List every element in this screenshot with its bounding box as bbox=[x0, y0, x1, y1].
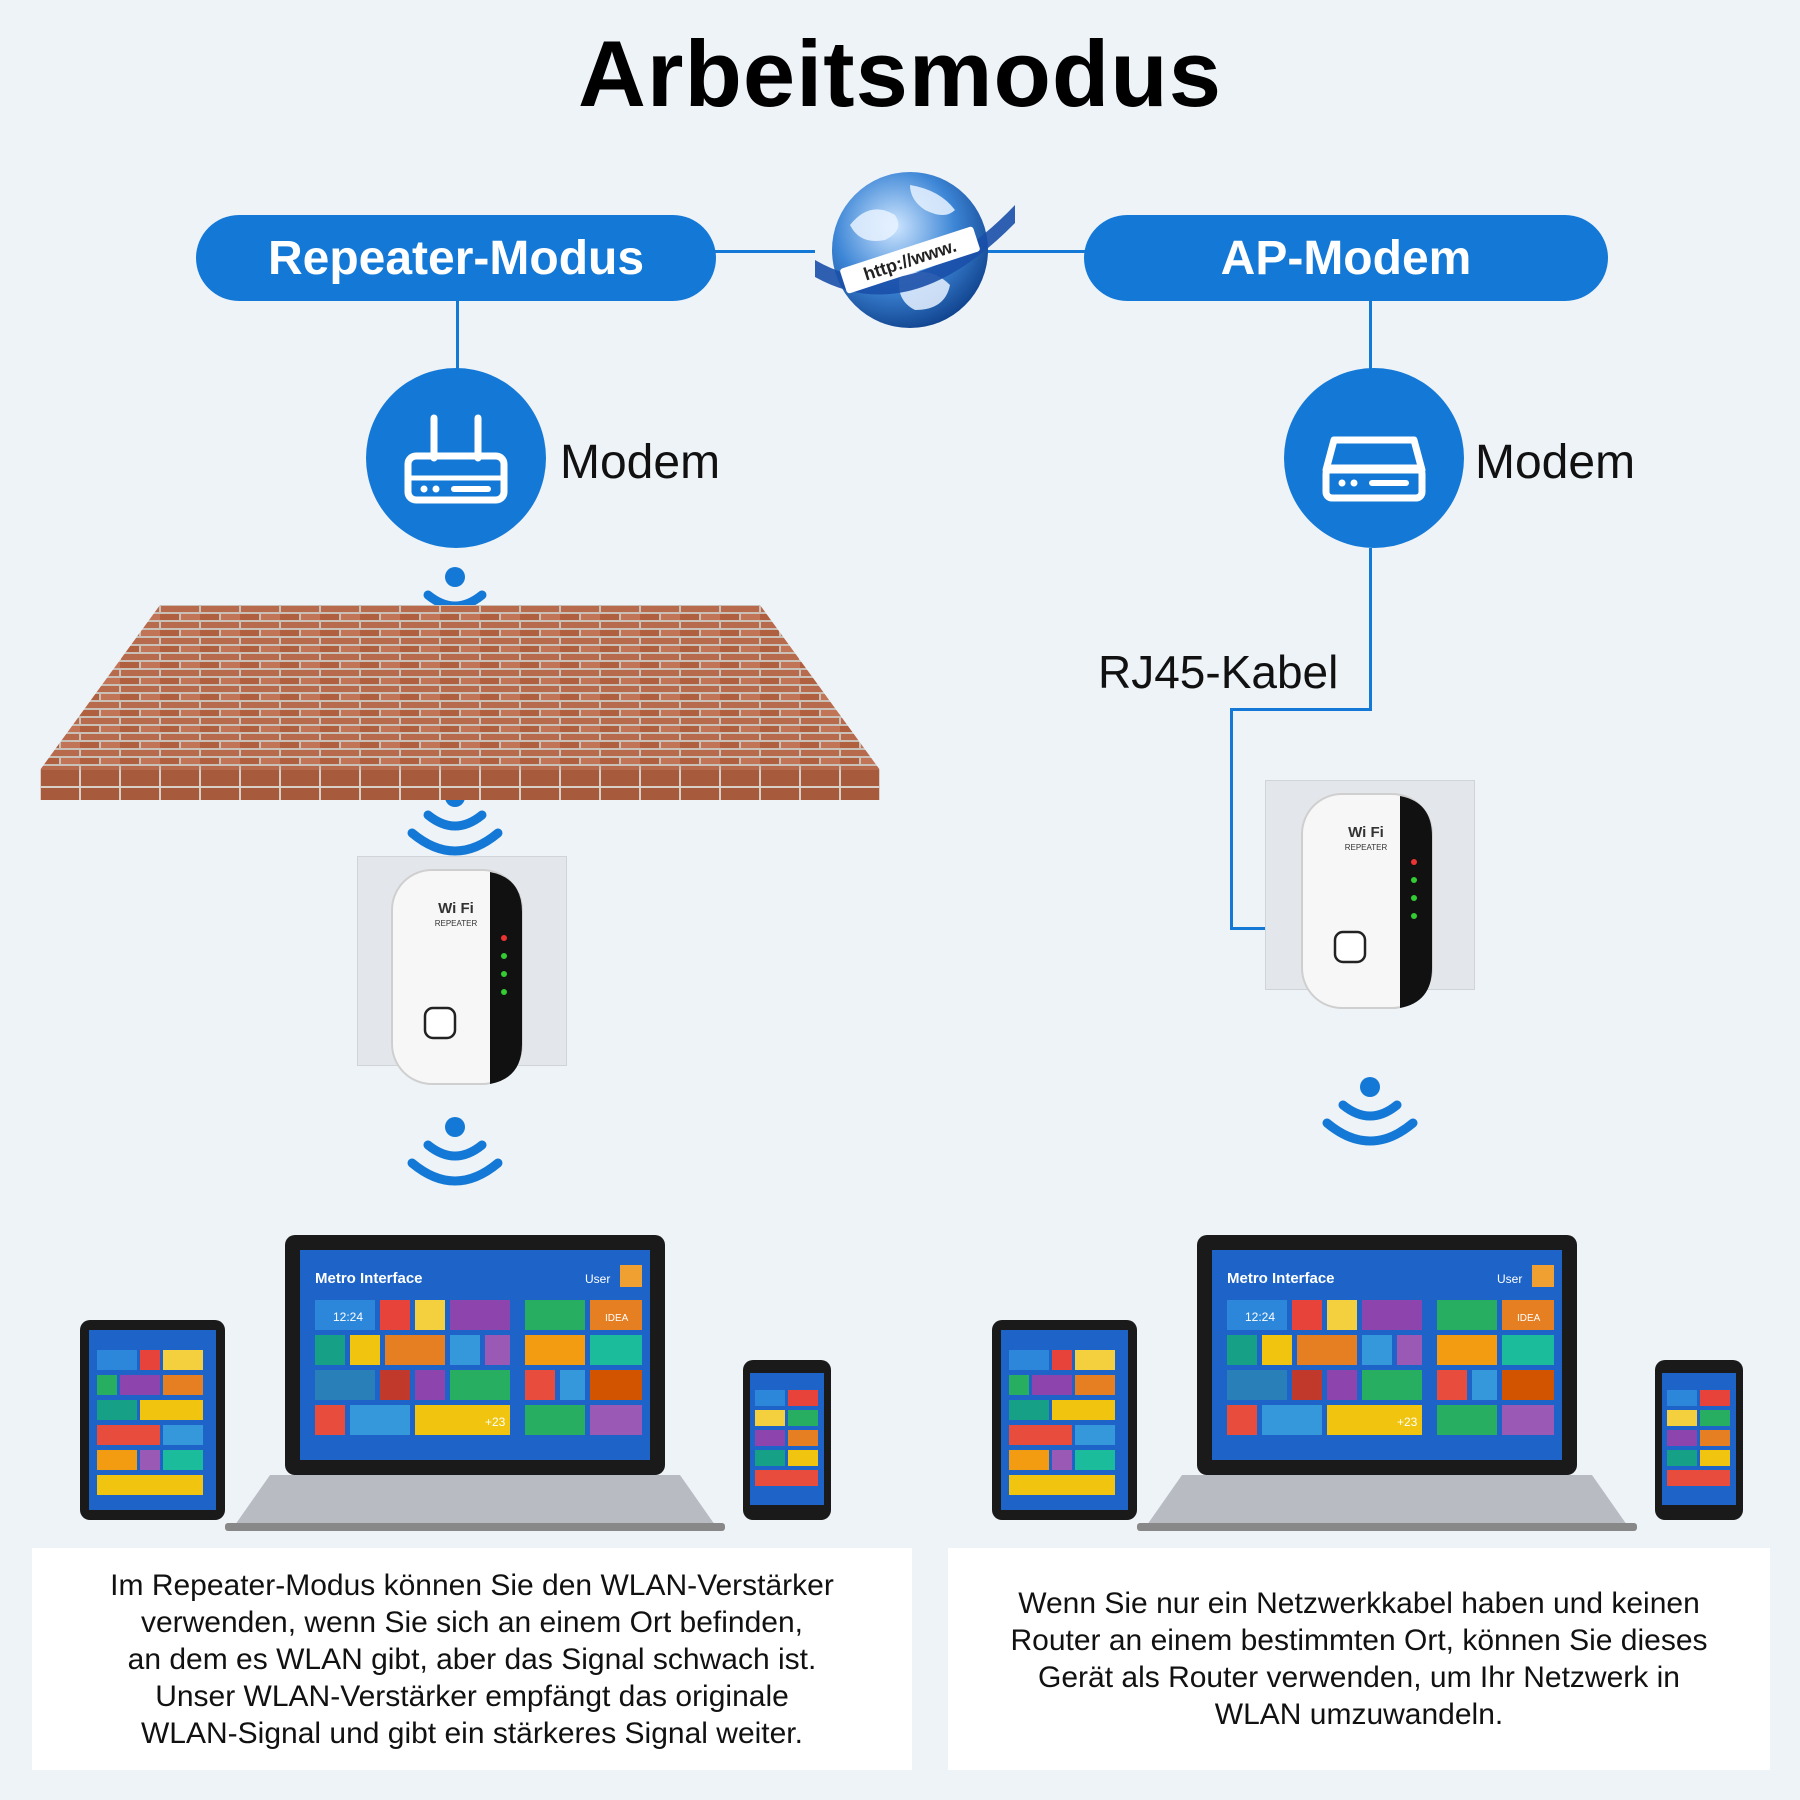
right-description-line: WLAN umzuwandeln. bbox=[1214, 1698, 1504, 1731]
right-vertical-line bbox=[1369, 300, 1372, 370]
laptop-screen-time: 12:24 bbox=[333, 1310, 363, 1324]
left-description-line: Unser WLAN-Verstärker empfängt das origi… bbox=[155, 1679, 789, 1713]
cable-label: RJ45-Kabel bbox=[1098, 646, 1339, 698]
globe-icon: http://www. bbox=[810, 165, 1020, 335]
right-description-line: Gerät als Router verwenden, um Ihr Netzw… bbox=[1038, 1661, 1680, 1694]
page-title: Arbeitsmodus bbox=[578, 21, 1222, 126]
left-description-line: Im Repeater-Modus können Sie den WLAN-Ve… bbox=[110, 1568, 834, 1602]
wifi-signal-icon bbox=[400, 1115, 510, 1195]
laptop-screen-user: User bbox=[1497, 1272, 1522, 1286]
repeater-mode-pill: Repeater-Modus bbox=[196, 215, 716, 301]
connector-left bbox=[715, 250, 815, 253]
left-description-line: WLAN-Signal und gibt ein stärkeres Signa… bbox=[140, 1716, 803, 1750]
right-repeater-logo: Wi Fi bbox=[1348, 824, 1384, 841]
right-modem-label: Modem bbox=[1475, 436, 1636, 489]
left-repeater-device: Wi Fi REPEATER bbox=[390, 868, 525, 1088]
right-repeater-device: Wi Fi REPEATER bbox=[1300, 792, 1435, 1012]
laptop-screen-time: 12:24 bbox=[1245, 1310, 1275, 1324]
right-devices: Metro Interface User 12:24 IDEA +23 bbox=[987, 1235, 1767, 1540]
left-vertical-line bbox=[456, 300, 459, 370]
left-repeater-logo: Wi Fi bbox=[438, 900, 474, 917]
left-modem-label: Modem bbox=[560, 436, 721, 489]
left-description-line: an dem es WLAN gibt, aber das Signal sch… bbox=[127, 1642, 817, 1676]
wifi-signal-icon bbox=[1315, 1075, 1425, 1155]
right-repeater-sublabel: REPEATER bbox=[1345, 843, 1388, 852]
laptop-screen-user: User bbox=[585, 1272, 610, 1286]
right-modem-circle bbox=[1284, 368, 1464, 548]
right-description-line: Wenn Sie nur ein Netzwerkkabel haben und… bbox=[1018, 1587, 1700, 1620]
left-description: Im Repeater-Modus können Sie den WLAN-Ve… bbox=[32, 1548, 912, 1770]
laptop-screen-plus: +23 bbox=[485, 1415, 506, 1429]
left-modem-circle bbox=[366, 368, 546, 548]
ap-mode-pill: AP-Modem bbox=[1084, 215, 1608, 301]
laptop-screen-idea: IDEA bbox=[605, 1313, 629, 1324]
laptop-screen-title: Metro Interface bbox=[1227, 1270, 1335, 1287]
cable-line-vertical bbox=[1369, 548, 1372, 710]
left-description-line: verwenden, wenn Sie sich an einem Ort be… bbox=[140, 1605, 804, 1639]
connector-right bbox=[985, 250, 1085, 253]
left-repeater-sublabel: REPEATER bbox=[435, 919, 478, 928]
right-description-line: Router an einem bestimmten Ort, können S… bbox=[1010, 1624, 1708, 1657]
cable-line-down bbox=[1230, 708, 1233, 930]
laptop-screen-idea: IDEA bbox=[1517, 1313, 1541, 1324]
modem-icon bbox=[1322, 436, 1426, 502]
right-description: Wenn Sie nur ein Netzwerkkabel haben und… bbox=[948, 1548, 1770, 1770]
brick-wall bbox=[40, 605, 880, 805]
left-devices: Metro Interface User 12:24 IDEA +23 bbox=[75, 1235, 855, 1540]
router-icon bbox=[404, 414, 508, 504]
laptop-screen-plus: +23 bbox=[1397, 1415, 1418, 1429]
cable-line-horizontal bbox=[1230, 708, 1372, 711]
laptop-screen-title: Metro Interface bbox=[315, 1270, 423, 1287]
